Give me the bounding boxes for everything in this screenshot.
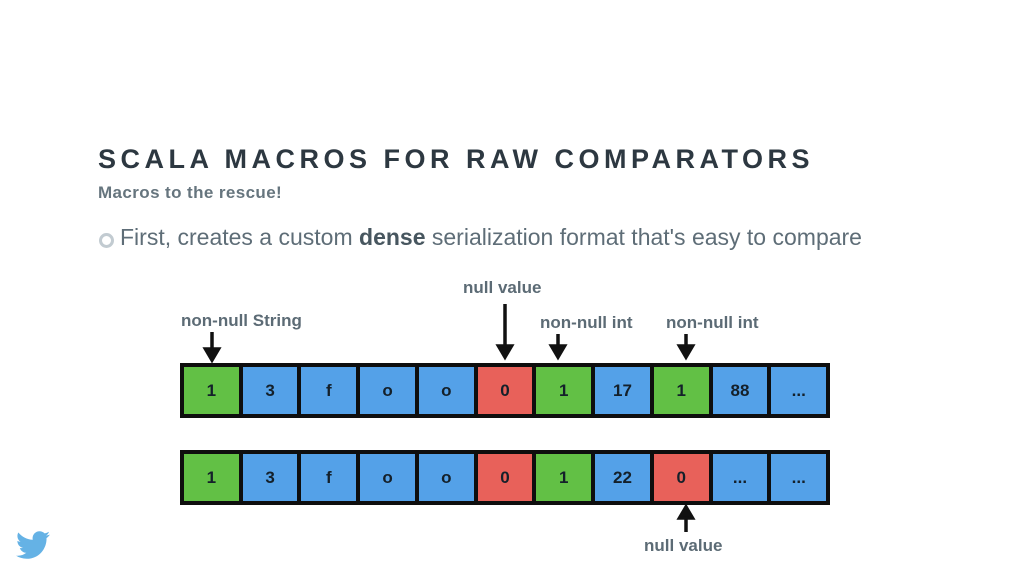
byte-cell: 1 — [536, 367, 592, 414]
byte-cell: 1 — [184, 367, 239, 414]
byte-cell: 1 — [536, 454, 592, 501]
bullet-text: First, creates a custom dense serializat… — [120, 222, 950, 253]
byte-cell: 1 — [184, 454, 239, 501]
byte-cell: 1 — [653, 367, 709, 414]
byte-cell: 0 — [477, 454, 533, 501]
slide-subtitle: Macros to the rescue! — [98, 183, 283, 202]
bullet-ring-icon — [99, 233, 114, 248]
byte-cell: o — [418, 454, 474, 501]
byte-cell: 3 — [242, 454, 298, 501]
label-non-null-string: non-null String — [181, 311, 302, 330]
byte-cell: 22 — [595, 454, 650, 501]
bullet-text-prefix: First, creates a custom — [120, 224, 360, 250]
twitter-bird-icon — [16, 531, 50, 559]
byte-cell: f — [301, 454, 357, 501]
bullet-text-bold: dense — [359, 224, 426, 250]
byte-cell: 17 — [595, 367, 650, 414]
slide-title: SCALA MACROS FOR RAW COMPARATORS — [98, 144, 814, 174]
label-non-null-int-1: non-null int — [540, 313, 633, 332]
byte-cell: 88 — [712, 367, 768, 414]
byte-cell: 0 — [653, 454, 709, 501]
byte-cell: f — [301, 367, 357, 414]
byte-cell: o — [360, 454, 415, 501]
byte-cell: ... — [771, 367, 827, 414]
byte-cell: ... — [771, 454, 827, 501]
byte-cell: 3 — [242, 367, 298, 414]
label-null-value-bottom: null value — [644, 536, 723, 555]
byte-cell: o — [360, 367, 415, 414]
byte-cell: ... — [712, 454, 768, 501]
byte-cell: o — [418, 367, 474, 414]
bullet-text-suffix: serialization format that's easy to comp… — [425, 224, 862, 250]
byte-cell: 0 — [477, 367, 533, 414]
label-null-value-top: null value — [463, 278, 542, 297]
label-non-null-int-2: non-null int — [666, 313, 759, 332]
